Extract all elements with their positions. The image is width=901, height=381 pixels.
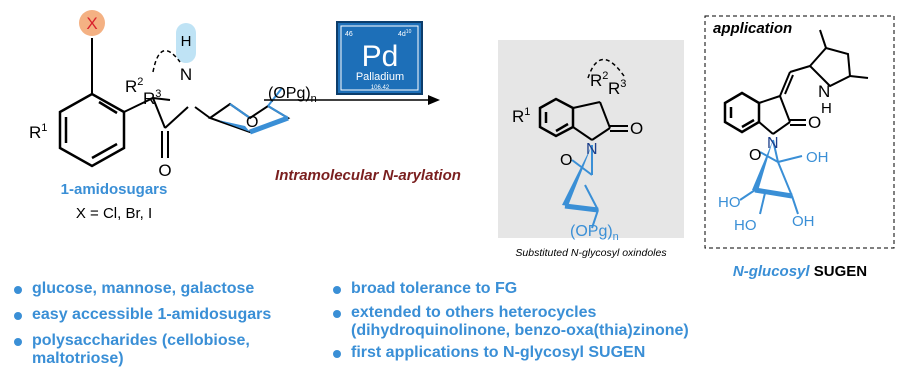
bullet-list-right: broad tolerance to FG extended to others… — [333, 280, 753, 362]
sugen-carbonyl-o: O — [808, 113, 821, 132]
product-r3: R3 — [608, 78, 626, 98]
oh-label-1: OH — [806, 149, 829, 166]
svg-text:4d10: 4d10 — [398, 29, 412, 38]
sugen-structure: N H O N O OH HO HO OH — [718, 29, 869, 234]
palladium-tile: 46 4d10 Pd Palladium 106.42 — [336, 21, 423, 95]
x-atom: X — [86, 14, 97, 33]
n-atom: N — [180, 65, 192, 84]
product-r1: R1 — [512, 106, 530, 126]
bullet-item: glucose, mannose, galactose — [14, 280, 314, 298]
opg-label: (OPg)n — [268, 85, 317, 105]
product-carbonyl-o: O — [630, 119, 643, 138]
substrate-structure: X R1 R2 R3 H N O O (OPg)n 1-amidosugars … — [29, 10, 317, 222]
pyrrole-h: H — [821, 100, 832, 117]
bullet-item: polysaccharides (cellobiose, maltotriose… — [14, 332, 272, 368]
ring-o: O — [246, 114, 258, 131]
application-title: application — [713, 20, 792, 37]
bullet-list-left: glucose, mannose, galactose easy accessi… — [14, 280, 314, 368]
ho-label-2: HO — [718, 194, 741, 211]
product-r2: R2 — [590, 70, 608, 90]
product-caption: Substituted N-glycosyl oxindoles — [515, 247, 667, 259]
substrate-name: 1-amidosugars — [61, 181, 168, 198]
bullet-item: easy accessible 1-amidosugars — [14, 306, 314, 324]
pd-mass: 106.42 — [371, 85, 390, 91]
bullet-item: extended to others heterocycles (dihydro… — [333, 304, 753, 340]
product-n: N — [586, 141, 598, 158]
r3-label: R3 — [143, 88, 161, 108]
product-ring-o: O — [560, 152, 572, 169]
product-opg: (OPg)n — [570, 223, 619, 243]
halogen-highlight — [79, 10, 105, 36]
svg-text:46: 46 — [345, 31, 353, 38]
r2-label: R2 — [125, 76, 143, 96]
carbonyl-o: O — [158, 161, 171, 180]
r1-label: R1 — [29, 122, 47, 142]
oh-label-4: OH — [792, 213, 815, 230]
halogen-list: X = Cl, Br, I — [76, 205, 152, 222]
sugen-caption: N-glucosyl SUGEN — [733, 263, 867, 280]
bullet-item: first applications to N-glycosyl SUGEN — [333, 344, 753, 362]
arrow-label: Intramolecular N-arylation — [275, 167, 461, 184]
product-structure: R1 R2 R3 O N O (OPg)n — [512, 58, 643, 243]
pd-name: Palladium — [356, 71, 404, 83]
arrow-head — [428, 95, 440, 105]
pd-symbol: Pd — [362, 40, 399, 73]
ho-label-3: HO — [734, 217, 757, 234]
application-box — [704, 15, 895, 249]
nh-highlight — [176, 23, 196, 63]
pyrrole-n: N — [818, 82, 830, 101]
sugen-n: N — [767, 135, 779, 152]
sugen-ring-o: O — [749, 147, 761, 164]
h-atom: H — [181, 33, 192, 50]
bullet-item: broad tolerance to FG — [333, 280, 753, 298]
